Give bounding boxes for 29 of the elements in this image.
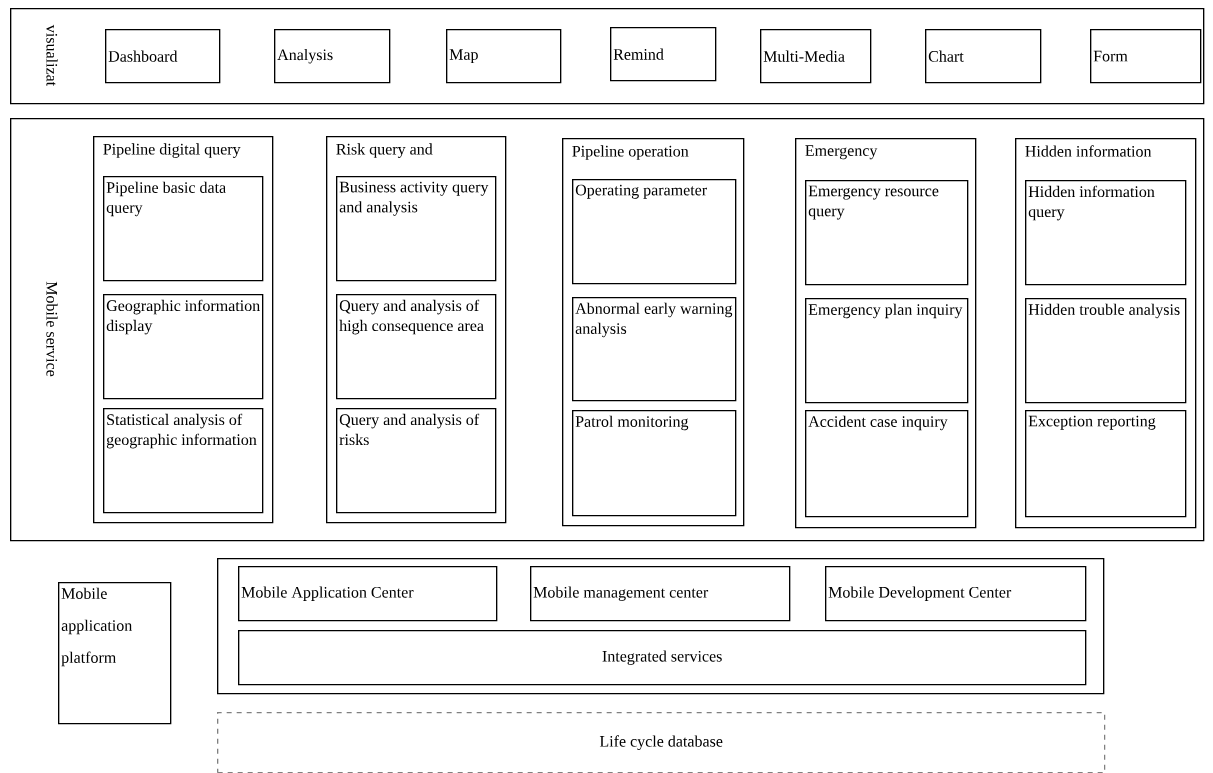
module-box: Business activity query and analysis	[336, 176, 497, 282]
module-box: Chart	[925, 29, 1042, 84]
module-box: Dashboard	[105, 29, 221, 84]
module-box: Exception reporting	[1025, 410, 1187, 518]
module-box: Query and analysis of high consequence area	[336, 294, 497, 400]
module-box: Hidden information query	[1025, 180, 1187, 286]
database-bar: Life cycle database	[217, 712, 1106, 773]
module-box	[217, 558, 1105, 695]
module-box: Patrol monitoring	[572, 410, 737, 517]
module-box: Abnormal early warning analysis	[572, 297, 737, 402]
module-box: Emergency resource query	[805, 180, 969, 286]
module-box: Multi-Media	[760, 29, 872, 84]
module-box: Operating parameter	[572, 179, 737, 285]
module-box: Hidden trouble analysis	[1025, 298, 1187, 404]
module-box: Mobile application platform	[58, 582, 172, 725]
module-box: Remind	[610, 27, 717, 82]
module-box: Statistical analysis of geographic information	[103, 408, 264, 514]
module-box: Emergency plan inquiry	[805, 298, 969, 404]
module-box: Mobile Development Center	[825, 566, 1087, 622]
module-box: Form	[1090, 29, 1202, 84]
module-box: Mobile Application Center	[238, 566, 498, 622]
module-box: Accident case inquiry	[805, 410, 969, 518]
module-box: Mobile management center	[530, 566, 791, 622]
module-box: Analysis	[274, 29, 391, 84]
module-box: Query and analysis of risks	[336, 408, 497, 514]
module-box: Geographic information display	[103, 294, 264, 400]
module-box: Map	[446, 29, 562, 84]
module-box: Pipeline basic data query	[103, 176, 264, 282]
service-bar: Integrated services	[238, 630, 1087, 686]
